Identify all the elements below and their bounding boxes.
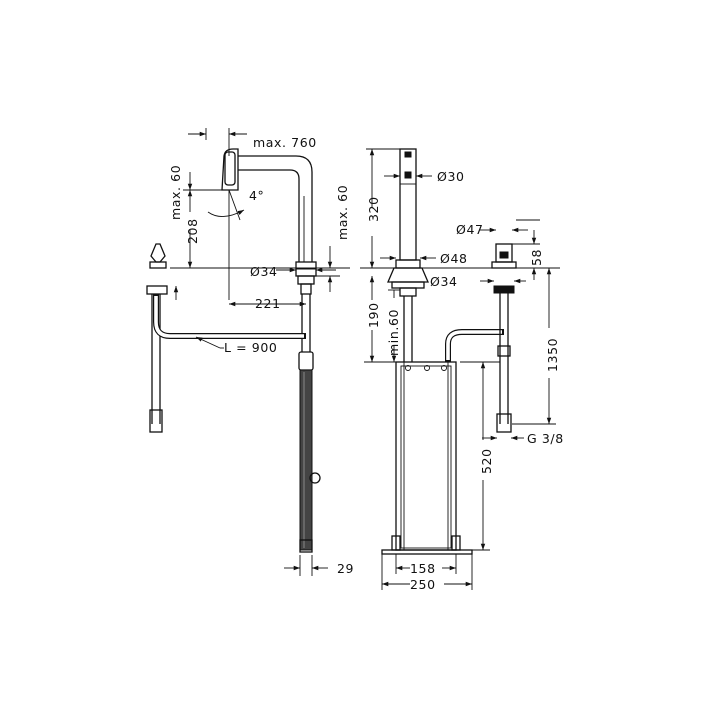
front-valve bbox=[491, 243, 517, 433]
label-58: 58 bbox=[529, 249, 544, 266]
label-dia-34-left: Ø34 bbox=[250, 264, 278, 279]
label-158: 158 bbox=[410, 561, 436, 576]
label-min-60: min.60 bbox=[386, 309, 401, 356]
connecting-hose bbox=[153, 294, 306, 339]
label-dia-34-right: Ø34 bbox=[430, 274, 458, 289]
front-hose bbox=[445, 329, 504, 362]
label-max-760: max. 760 bbox=[253, 135, 317, 150]
label-29: 29 bbox=[337, 561, 354, 576]
spray-head bbox=[221, 148, 239, 191]
label-max-60-left: max. 60 bbox=[168, 165, 183, 220]
side-view: max. 760 max. 60 208 4° max. 60 Ø34 221 … bbox=[146, 128, 354, 576]
spout-column bbox=[399, 148, 417, 261]
front-view: 320 Ø30 Ø48 190 min.60 Ø47 58 Ø34 bbox=[360, 148, 564, 592]
label-520: 520 bbox=[479, 448, 494, 474]
label-221: 221 bbox=[255, 296, 281, 311]
label-250: 250 bbox=[410, 577, 436, 592]
spout-outer bbox=[238, 155, 313, 262]
label-dia-30: Ø30 bbox=[437, 169, 465, 184]
spout-inner bbox=[238, 169, 300, 262]
label-dia-48: Ø48 bbox=[440, 251, 468, 266]
label-190: 190 bbox=[366, 302, 381, 328]
label-208: 208 bbox=[185, 218, 200, 244]
cabinet-box bbox=[395, 361, 457, 551]
hose-weight bbox=[299, 369, 313, 551]
label-g-3-8: G 3/8 bbox=[527, 431, 564, 446]
label-max-60-right: max. 60 bbox=[335, 185, 350, 240]
label-dia-47: Ø47 bbox=[456, 222, 484, 237]
label-angle-4: 4° bbox=[249, 188, 264, 203]
label-320: 320 bbox=[366, 196, 381, 222]
label-l-900: L = 900 bbox=[224, 340, 277, 355]
label-1350: 1350 bbox=[545, 338, 560, 372]
